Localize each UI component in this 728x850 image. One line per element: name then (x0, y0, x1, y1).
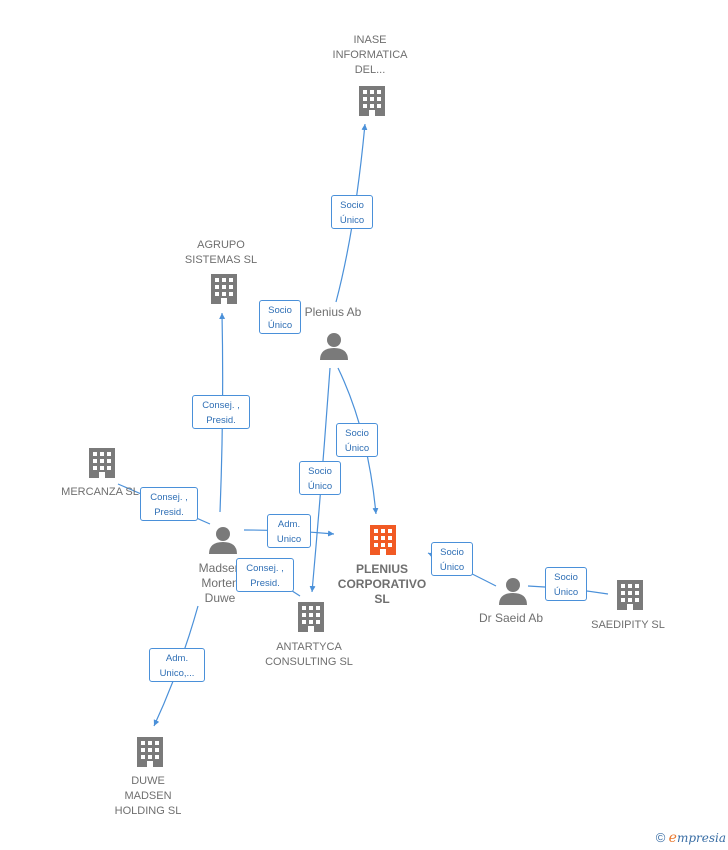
agrupo-building-icon (211, 274, 237, 304)
saedipity-label[interactable]: SAEDIPITY SL (591, 619, 665, 631)
madsen-label[interactable]: Madsen Morten Duwe (198, 561, 242, 605)
madsen-person-icon (209, 527, 237, 554)
edge-badge-saeid-to-saedipity: Socio Único (545, 567, 587, 601)
dr-saeid-label[interactable]: Dr Saeid Ab (478, 611, 544, 625)
duwe-label[interactable]: DUWE MADSEN HOLDING SL (114, 775, 182, 817)
mercanza-label[interactable]: MERCANZA SL (61, 486, 139, 498)
edge-badge-saeid-to-corp: Socio Único (431, 542, 473, 576)
dr-saeid-person-icon (499, 578, 527, 605)
edge-badge-plenius-to-antartyca: Socio Único (299, 461, 341, 495)
plenius-ab-label[interactable]: Plenius Ab (304, 305, 362, 319)
edge-badge-madsen-to-duwe: Adm. Unico,... (149, 648, 205, 682)
antartyca-building-icon (298, 602, 324, 632)
edge-badge-madsen-to-mercanza: Consej. , Presid. (140, 487, 198, 521)
copyright-symbol: © (655, 830, 666, 845)
antartyca-label[interactable]: ANTARTYCA CONSULTING SL (265, 641, 353, 668)
saedipity-building-icon (617, 580, 643, 610)
inase-building-icon (359, 86, 385, 116)
brand-initial: e (668, 830, 677, 846)
plenius-ab-person-icon (320, 333, 348, 360)
brand-name: mpresia (676, 831, 726, 845)
plenius-corp-building-icon (370, 525, 396, 555)
edge-badge-plenius-to-corp: Socio Único (336, 423, 378, 457)
plenius-corp-label[interactable]: PLENIUS CORPORATIVO SL (337, 562, 427, 606)
mercanza-building-icon (89, 448, 115, 478)
edge-badge-madsen-to-agrupo: Consej. , Presid. (192, 395, 250, 429)
copyright-brand: © empresia (656, 830, 726, 846)
inase-label[interactable]: INASE INFORMATICA DEL... (332, 34, 408, 76)
edge-badge-madsen-to-corp: Adm. Unico (267, 514, 311, 548)
duwe-building-icon (137, 737, 163, 767)
agrupo-label[interactable]: AGRUPO SISTEMAS SL (184, 239, 258, 266)
edge-badge-plenius-left: Socio Único (259, 300, 301, 334)
edge-badge-plenius-to-inase: Socio Único (331, 195, 373, 229)
edge-badge-madsen-to-antartyca: Consej. , Presid. (236, 558, 294, 592)
